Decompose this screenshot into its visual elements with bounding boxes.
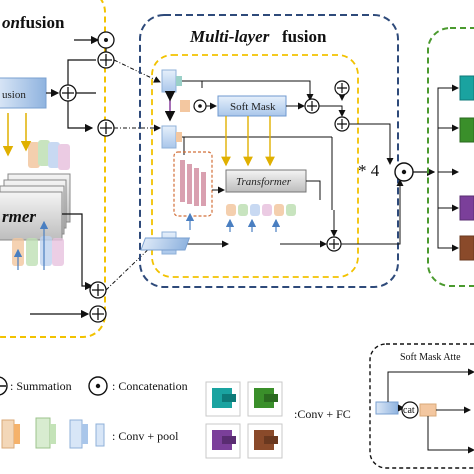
soft-mask-label: Soft Mask [230, 101, 276, 113]
legend-conv-fc-label: :Conv + FC [294, 407, 351, 421]
head-green [459, 117, 474, 143]
center-transformer-label: Transformer [236, 176, 292, 188]
token-row [226, 204, 296, 216]
head-brown [459, 235, 474, 261]
center-panel-title-italic: Multi-layer [189, 27, 270, 46]
legend-concatenation-label: : Concatenation [112, 379, 188, 393]
soft-mask-attention-title: Soft Mask Atte [400, 352, 461, 363]
left-fusion-box [0, 77, 47, 109]
left-panel-title-italic: on [2, 13, 20, 32]
center-feature-top [161, 69, 177, 93]
inset-cat-label: cat [403, 405, 415, 416]
head-purple [459, 195, 474, 221]
inset-cat-node [401, 401, 419, 419]
legend-summation-label: : Summation [10, 379, 72, 393]
pink-feature-stack [180, 160, 206, 206]
center-panel-title-rest: fusion [282, 27, 327, 46]
legend-conv-pool-label: : Conv + pool [112, 429, 179, 443]
left-transformer-label: rmer [2, 207, 36, 226]
center-feature-mid [161, 125, 177, 149]
output-heads-panel [427, 27, 474, 287]
left-feature-stack [28, 140, 70, 170]
left-transformer-block: rmer [0, 173, 71, 241]
patch-embed-box [173, 151, 213, 217]
legend-conv-fc-icons [205, 381, 283, 459]
connector-nodes [74, 31, 161, 323]
legend-conv-pool-icons [1, 417, 105, 449]
left-panel-title-rest: fusion [20, 13, 65, 32]
head-teal [459, 75, 474, 101]
repeat-label: * 4 [358, 161, 380, 180]
center-flat-block [140, 237, 191, 251]
legend: : Summation : Concatenation : Conv + poo… [0, 343, 474, 469]
left-fusion-panel: on fusion usion rmer [0, 0, 106, 338]
left-fusion-box-label: usion [2, 89, 26, 101]
multi-layer-fusion-panel: Multi-layer fusion Soft Mask [139, 14, 436, 288]
soft-mask-attention-inset: Soft Mask Atte cat [369, 343, 474, 469]
